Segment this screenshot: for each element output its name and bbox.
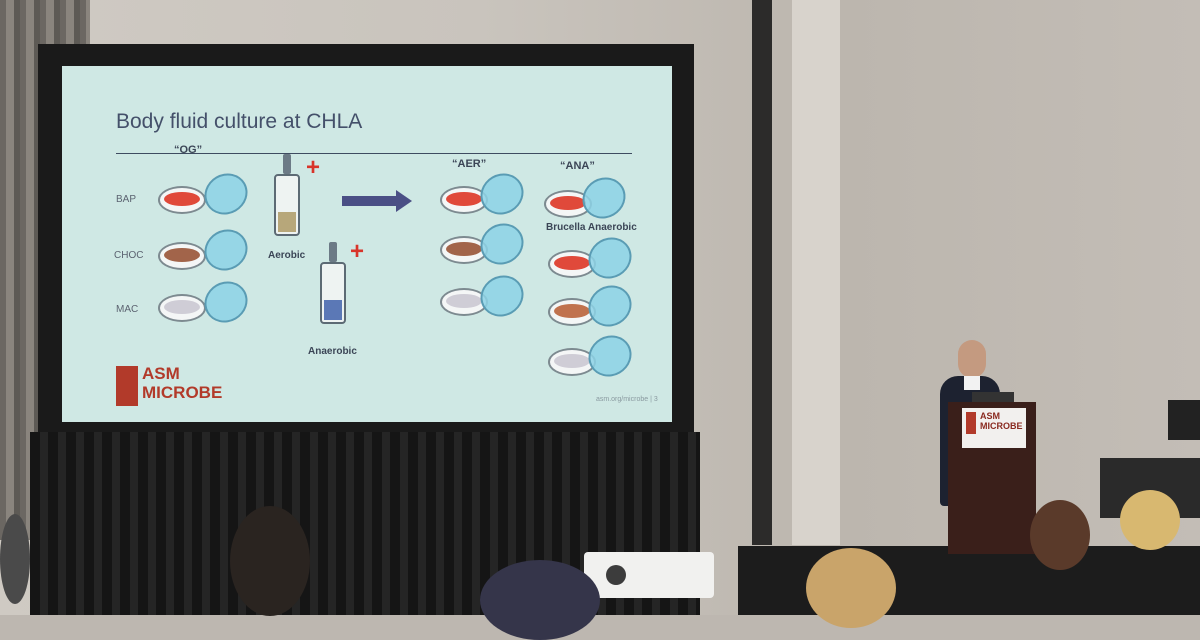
petri-lid — [574, 169, 634, 227]
brucella-anaerobic-label: Brucella Anaerobic — [546, 222, 637, 233]
petri-dish-choc — [158, 242, 206, 270]
plus-sign: + — [350, 238, 365, 265]
title-rule — [116, 153, 632, 154]
projector-lens — [606, 565, 626, 585]
arrow-head — [396, 190, 412, 212]
petri-dish-mac — [440, 288, 488, 316]
aerobic-blood-culture-bottle — [274, 154, 300, 236]
petri-lid — [580, 229, 640, 287]
asm-microbe-logo: ASM MICROBE — [142, 364, 223, 402]
petri-dish-choc — [548, 298, 596, 326]
petri-dish-bap — [548, 250, 596, 278]
row-label-choc: CHOC — [114, 250, 144, 261]
projector — [584, 552, 714, 598]
asm-logo-icon — [116, 366, 138, 406]
slide-footer: asm.org/microbe | 3 — [596, 396, 658, 403]
row-label-bap: BAP — [116, 194, 137, 205]
petri-lid — [196, 273, 256, 331]
plus-sign: + — [306, 154, 321, 181]
petri-lid — [196, 165, 256, 223]
arrow — [342, 196, 396, 206]
anaerobic-blood-culture-bottle — [320, 242, 346, 324]
petri-lid — [472, 215, 532, 273]
column-label-aer: “AER” — [452, 158, 487, 170]
petri-dish-bap — [158, 186, 206, 214]
petri-dish-mac — [158, 294, 206, 322]
audience-member — [230, 506, 310, 616]
audience-member — [1120, 490, 1180, 550]
speaker-head — [958, 340, 986, 378]
petri-lid — [472, 165, 532, 223]
row-label-mac: MAC — [116, 304, 139, 315]
audience-member — [0, 514, 30, 604]
speaker-shirt — [964, 376, 980, 390]
petri-lid — [580, 277, 640, 335]
petri-lid — [580, 327, 640, 385]
wall-panel — [792, 0, 840, 545]
petri-lid — [472, 267, 532, 325]
audience-member — [806, 548, 896, 628]
anaerobic-label: Anaerobic — [308, 346, 357, 357]
aerobic-label: Aerobic — [268, 250, 306, 261]
audience-member — [480, 560, 600, 640]
wall-pillar — [752, 0, 772, 545]
monitor — [1168, 400, 1200, 440]
slide-title: Body fluid culture at CHLA — [116, 110, 363, 133]
audience-member — [1030, 500, 1090, 570]
projected-slide: Body fluid culture at CHLA “OG” “AER” “A… — [62, 66, 672, 422]
column-label-ana: “ANA” — [560, 160, 595, 172]
asm-logo-icon — [966, 412, 976, 434]
column-label-og: “OG” — [174, 144, 203, 156]
podium-sign-text: ASM MICROBE — [980, 411, 1023, 431]
petri-lid — [196, 221, 256, 279]
